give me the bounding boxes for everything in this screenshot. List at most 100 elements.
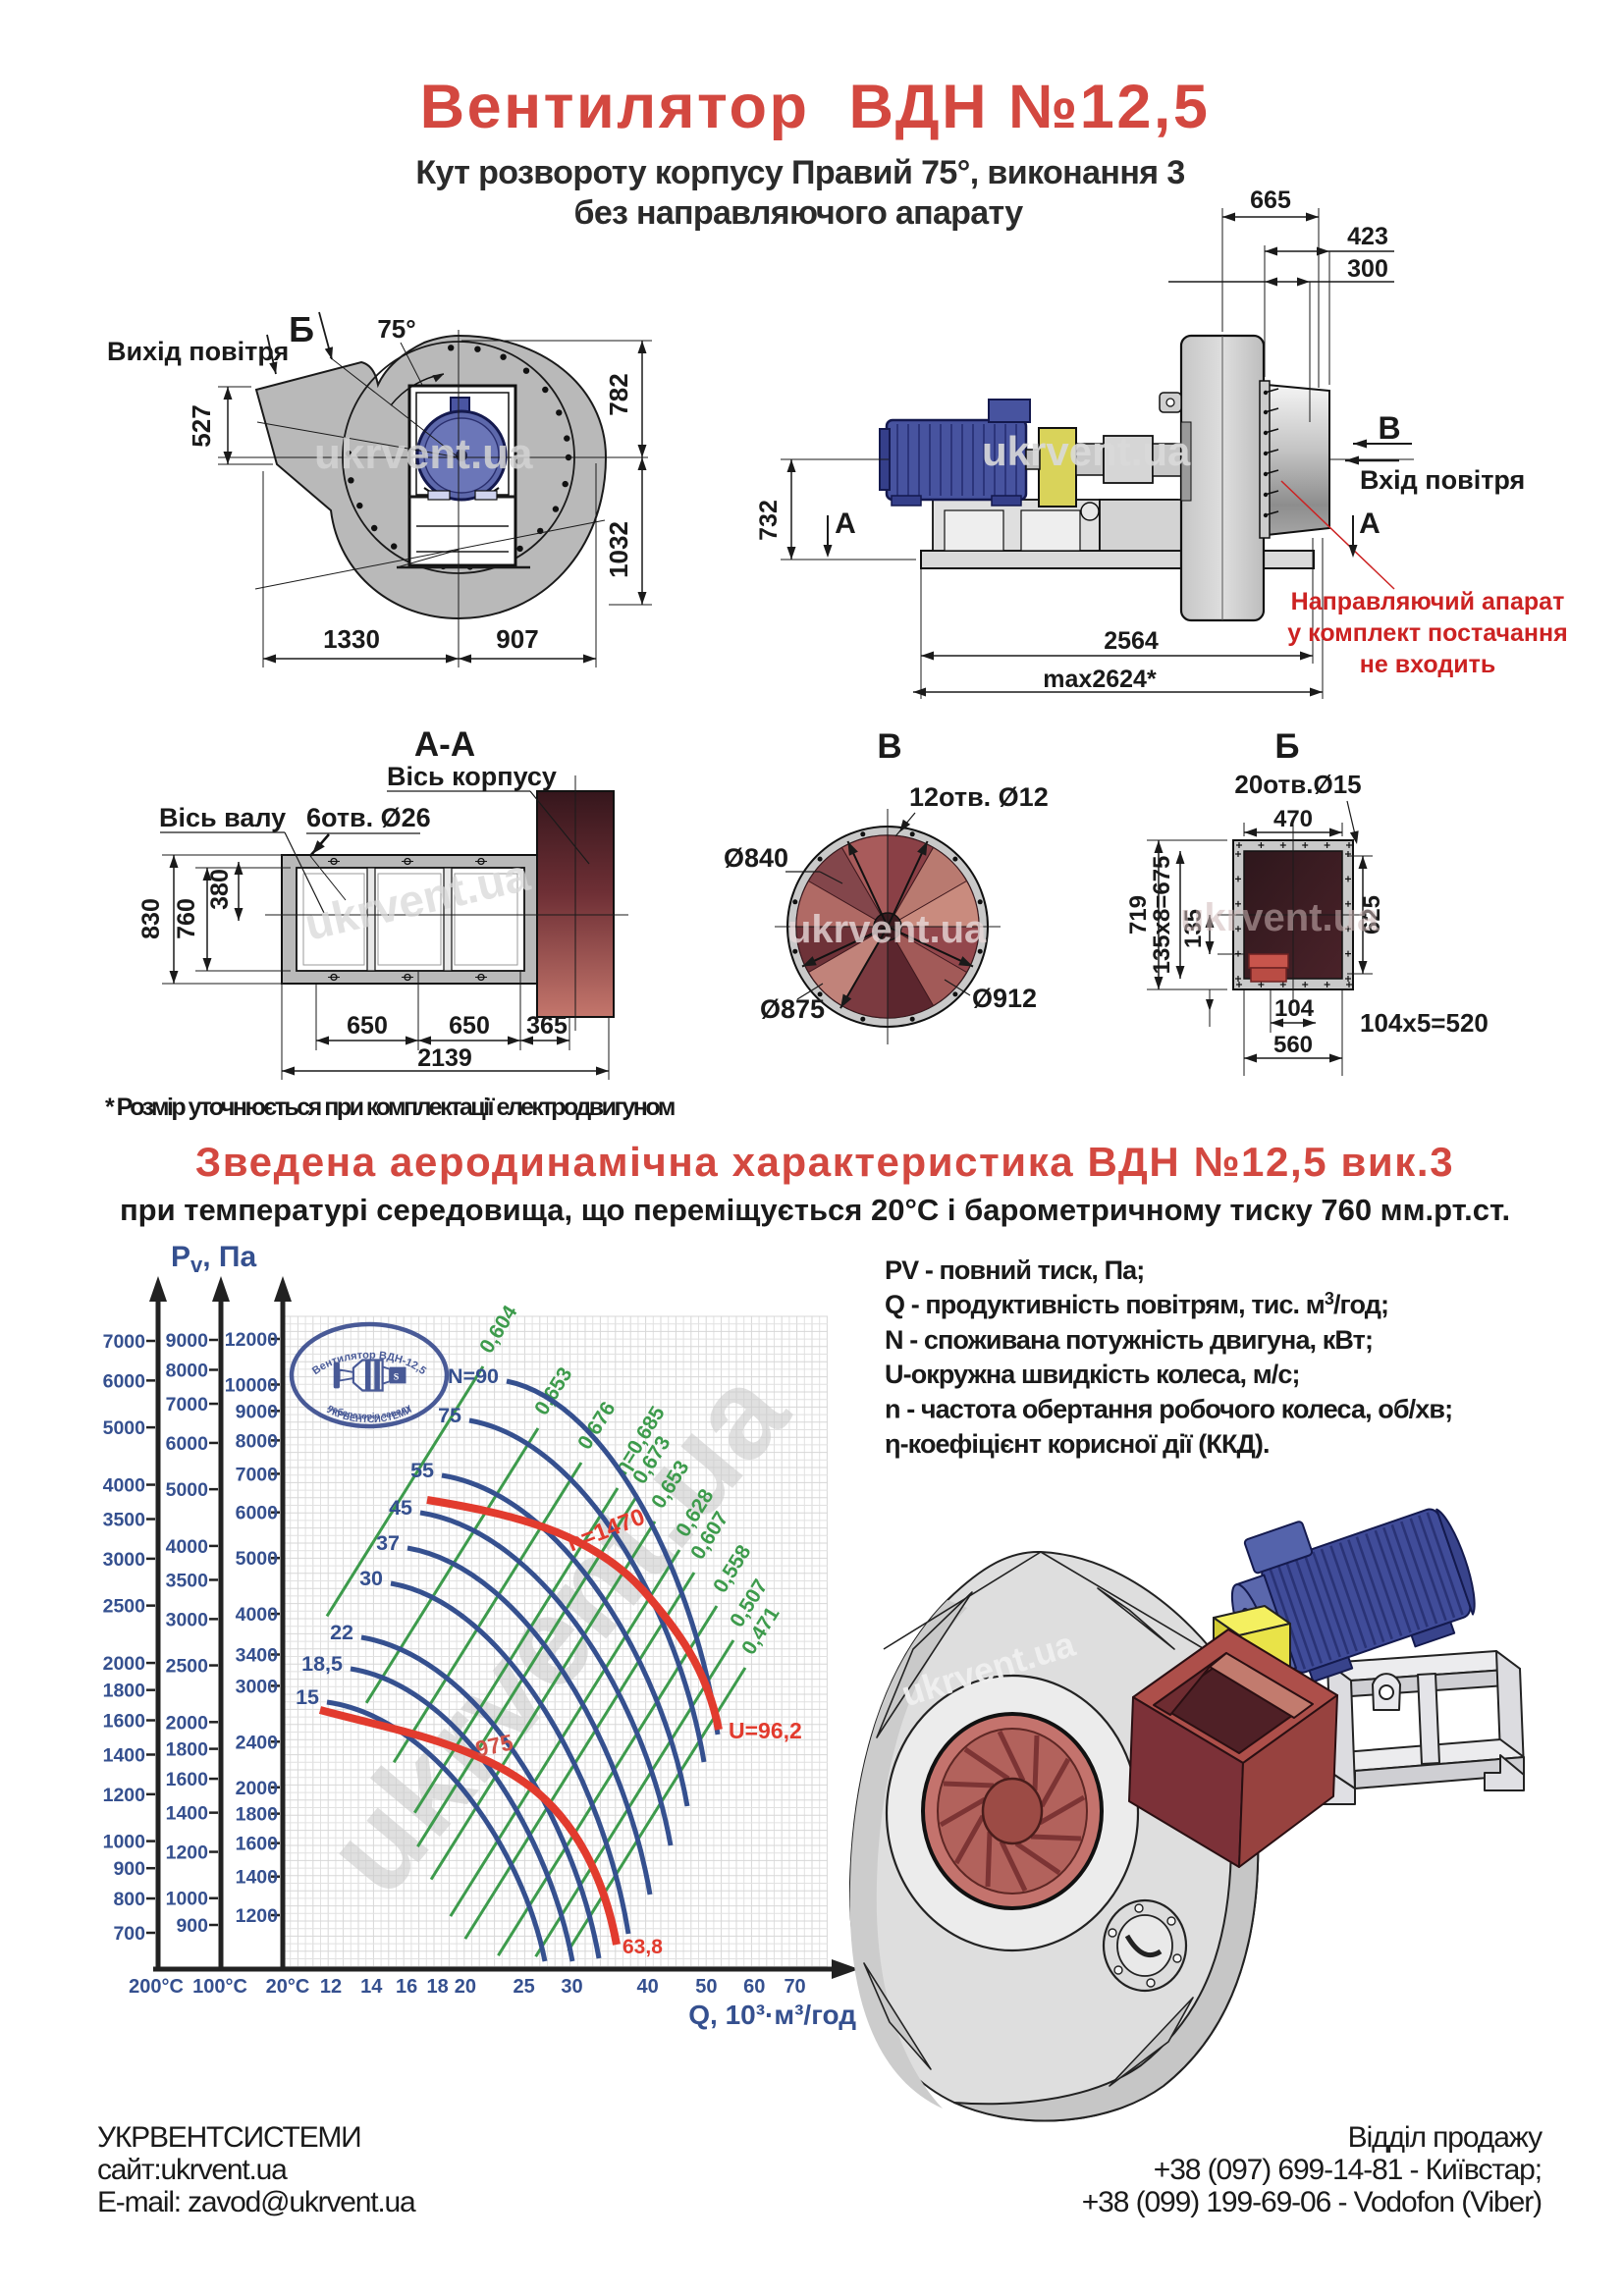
svg-text:2400: 2400 — [236, 1732, 279, 1753]
svg-text:1600: 1600 — [103, 1711, 146, 1733]
svg-text:без направляючого апарату: без направляючого апарату — [574, 194, 1024, 232]
svg-text:37: 37 — [376, 1531, 400, 1555]
svg-text:ukrvent.ua: ukrvent.ua — [982, 428, 1191, 474]
svg-text:ukrvent.ua: ukrvent.ua — [787, 908, 987, 951]
svg-text:20: 20 — [455, 1976, 476, 1998]
svg-text:Б: Б — [1274, 727, 1299, 766]
svg-text:25: 25 — [514, 1976, 535, 1998]
svg-text:8000: 8000 — [166, 1360, 209, 1381]
svg-text:2000: 2000 — [236, 1778, 279, 1799]
svg-text:А: А — [835, 507, 856, 540]
svg-text:18: 18 — [427, 1976, 449, 1998]
svg-text:40: 40 — [636, 1976, 658, 1998]
svg-text:Б: Б — [289, 309, 314, 349]
svg-text:3000: 3000 — [236, 1676, 279, 1697]
svg-text:2000: 2000 — [103, 1653, 146, 1675]
svg-text:Відділ продажу: Відділ продажу — [1348, 2121, 1543, 2154]
svg-text:830: 830 — [137, 898, 165, 939]
svg-text:Вхід повітря: Вхід повітря — [1360, 465, 1525, 495]
svg-text:1000: 1000 — [166, 1889, 209, 1910]
svg-text:3500: 3500 — [103, 1510, 146, 1531]
svg-text:14: 14 — [360, 1976, 383, 1998]
svg-text:10000: 10000 — [225, 1374, 278, 1396]
svg-text:В: В — [1378, 410, 1400, 446]
svg-text:63,8: 63,8 — [623, 1936, 663, 1958]
svg-text:PV - повний тиск, Па;: PV - повний тиск, Па; — [885, 1255, 1144, 1285]
svg-text:Ø912: Ø912 — [972, 984, 1037, 1013]
svg-text:А-А: А-А — [414, 725, 475, 764]
svg-text:3000: 3000 — [166, 1609, 209, 1630]
svg-text:1600: 1600 — [166, 1769, 209, 1790]
svg-text:6000: 6000 — [103, 1370, 146, 1392]
svg-text:135х8=675: 135х8=675 — [1149, 856, 1175, 975]
svg-text:E-mail: zavod@ukrvent.ua: E-mail: zavod@ukrvent.ua — [97, 2186, 416, 2218]
svg-text:сайт:ukrvent.ua: сайт:ukrvent.ua — [97, 2154, 288, 2186]
svg-text:1032: 1032 — [604, 521, 633, 578]
svg-text:1200: 1200 — [236, 1905, 279, 1927]
svg-text:527: 527 — [187, 404, 216, 447]
svg-text:55: 55 — [410, 1459, 434, 1482]
svg-text:не входить: не входить — [1360, 651, 1495, 678]
svg-text:при температурі середовища, що: при температурі середовища, що переміщує… — [120, 1193, 1510, 1227]
svg-text:1400: 1400 — [103, 1744, 146, 1766]
svg-text:5000: 5000 — [103, 1417, 146, 1439]
svg-text:Кут розвороту корпусу Правий 7: Кут розвороту корпусу Правий 75°, викона… — [415, 154, 1184, 191]
svg-text:1800: 1800 — [166, 1739, 209, 1761]
svg-text:7000: 7000 — [103, 1331, 146, 1353]
svg-text:9000: 9000 — [166, 1330, 209, 1352]
svg-text:А: А — [1359, 507, 1380, 540]
svg-text:max2624*: max2624* — [1043, 666, 1157, 693]
svg-text:3000: 3000 — [103, 1549, 146, 1571]
svg-text:380: 380 — [206, 869, 234, 910]
svg-text:104: 104 — [1274, 995, 1315, 1022]
svg-text:800: 800 — [113, 1889, 145, 1910]
svg-text:560: 560 — [1273, 1032, 1313, 1058]
svg-text:1800: 1800 — [236, 1804, 279, 1826]
svg-text:n - частота обертання робочого: n - частота обертання робочого колеса, о… — [885, 1395, 1452, 1424]
svg-text:135: 135 — [1180, 909, 1207, 948]
svg-text:760: 760 — [173, 898, 200, 939]
svg-text:Направляючий апарат: Направляючий апарат — [1291, 588, 1565, 615]
svg-text:5000: 5000 — [166, 1479, 209, 1501]
svg-text:300: 300 — [1347, 255, 1388, 283]
svg-text:665: 665 — [1250, 187, 1291, 214]
svg-text:1600: 1600 — [236, 1834, 279, 1855]
svg-text:Вихід повітря: Вихід повітря — [107, 337, 289, 366]
svg-text:Вісь корпусу: Вісь корпусу — [387, 762, 557, 791]
svg-text:Вентилятор ВДН №12,5: Вентилятор ВДН №12,5 — [420, 73, 1211, 141]
svg-text:18,5: 18,5 — [301, 1652, 343, 1676]
svg-text:104х5=520: 104х5=520 — [1360, 1008, 1489, 1038]
svg-text:2564: 2564 — [1104, 627, 1159, 655]
svg-text:ukrvent.ua: ukrvent.ua — [298, 1343, 815, 1920]
svg-text:100°С: 100°С — [192, 1976, 247, 1998]
svg-text:907: 907 — [496, 624, 538, 654]
svg-text:2500: 2500 — [166, 1656, 209, 1678]
svg-text:650: 650 — [347, 1012, 388, 1040]
svg-text:у комплект постачання: у комплект постачання — [1287, 619, 1567, 647]
svg-text:0,604: 0,604 — [475, 1302, 522, 1358]
svg-text:6000: 6000 — [166, 1433, 209, 1455]
svg-text:12: 12 — [320, 1976, 342, 1998]
svg-text:В: В — [877, 727, 901, 766]
svg-text:Вісь валу: Вісь валу — [159, 803, 286, 832]
svg-text:423: 423 — [1347, 223, 1388, 250]
svg-text:5000: 5000 — [236, 1548, 279, 1570]
svg-text:650: 650 — [449, 1012, 490, 1040]
svg-text:4000: 4000 — [166, 1536, 209, 1558]
svg-text:+38 (099) 199-69-06 - Vodofon: +38 (099) 199-69-06 - Vodofon (Viber) — [1082, 2186, 1542, 2218]
svg-text:30: 30 — [561, 1976, 582, 1998]
svg-text:7000: 7000 — [236, 1464, 279, 1485]
svg-text:2500: 2500 — [103, 1596, 146, 1618]
svg-text:50: 50 — [695, 1976, 717, 1998]
svg-text:12000: 12000 — [225, 1329, 278, 1351]
svg-text:15: 15 — [296, 1685, 319, 1709]
svg-text:η-коефіцієнт корисної дії (ККД: η-коефіцієнт корисної дії (ККД). — [885, 1429, 1270, 1459]
svg-text:N=90: N=90 — [448, 1364, 499, 1388]
svg-text:S: S — [394, 1371, 400, 1382]
svg-text:6000: 6000 — [236, 1503, 279, 1524]
svg-text:1400: 1400 — [236, 1867, 279, 1889]
svg-text:20°С: 20°С — [266, 1976, 310, 1998]
svg-text:365: 365 — [526, 1012, 568, 1040]
svg-text:719: 719 — [1125, 895, 1152, 934]
svg-text:1000: 1000 — [103, 1832, 146, 1853]
